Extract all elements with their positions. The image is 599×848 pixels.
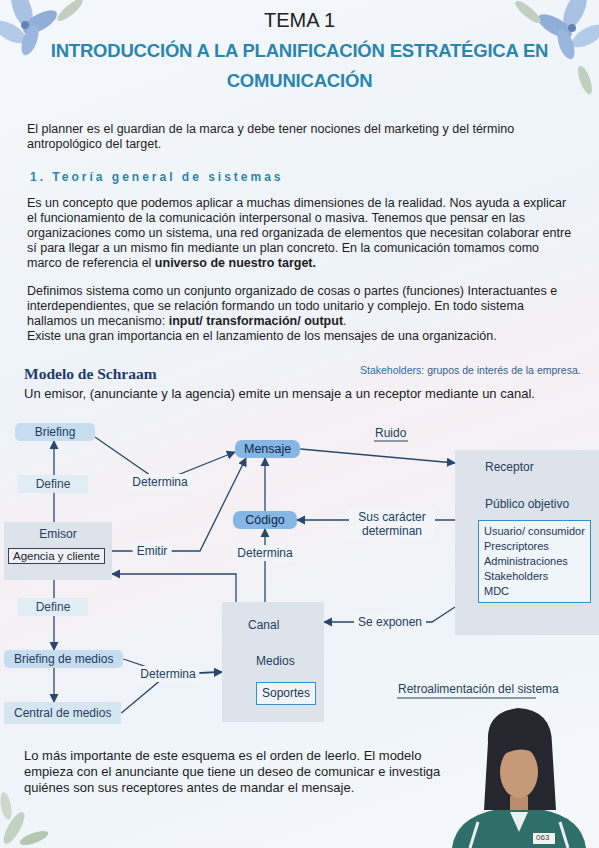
flower-bottom-left bbox=[0, 791, 50, 847]
process-box: Briefing de medios bbox=[4, 650, 123, 668]
connector bbox=[264, 458, 265, 511]
receiver-panel: ReceptorPúblico objetivoUsuario/ consumi… bbox=[455, 450, 599, 635]
edge-label: Determina bbox=[233, 545, 296, 561]
leader-lines bbox=[248, 505, 478, 696]
connector bbox=[300, 449, 455, 463]
note: Stakeholders: grupos de interés de la em… bbox=[360, 364, 596, 377]
edge-label: Se exponen bbox=[354, 614, 426, 630]
paragraph: El planner es el guardian de la marca y … bbox=[27, 122, 572, 152]
edge-label: Determina bbox=[128, 474, 191, 490]
connector bbox=[53, 580, 54, 598]
shirt-number: 063 bbox=[536, 833, 549, 843]
node-text: Prescriptores bbox=[484, 539, 585, 554]
girl-illustration bbox=[452, 708, 586, 848]
sender-box: Agencia y cliente bbox=[8, 548, 105, 564]
step-box: Define bbox=[18, 598, 88, 616]
media-support-box: Soportes bbox=[256, 682, 316, 705]
connector bbox=[53, 668, 54, 702]
topic-number: TEMA 1 bbox=[0, 8, 599, 33]
node-text: Central de medios bbox=[14, 706, 111, 720]
node-text: MDC bbox=[484, 584, 585, 599]
connector bbox=[53, 441, 54, 475]
bold-text: universo de nuestro target. bbox=[155, 256, 316, 270]
node-text: Código bbox=[242, 513, 288, 527]
node-text: Briefing bbox=[25, 425, 85, 439]
node-text: Usuario/ consumidor bbox=[484, 524, 585, 539]
connector bbox=[264, 529, 265, 602]
paragraph-text: . bbox=[343, 314, 346, 328]
node-text: Emisor bbox=[4, 527, 112, 541]
channel-panel: CanalMediosSoportes bbox=[222, 602, 324, 722]
paragraph: Definimos sistema como un conjunto organ… bbox=[27, 284, 572, 344]
node-text: Define bbox=[28, 477, 78, 491]
bold-text: input/ transformación/ output bbox=[169, 314, 343, 328]
model-heading: Modelo de Schraam bbox=[24, 364, 324, 383]
process-box: Briefing bbox=[15, 423, 95, 441]
edge-label: Emitir bbox=[133, 543, 172, 559]
paragraph-text: Existe una gran importancia en el lanzam… bbox=[27, 329, 572, 344]
connector bbox=[112, 458, 246, 551]
paragraph: Un emisor, (anunciante y la agencia) emi… bbox=[24, 386, 584, 402]
page-title: INTRODUCCIÓN A LA PLANIFICACIÓN ESTRATÉG… bbox=[8, 36, 591, 96]
code-box: Código bbox=[233, 511, 297, 529]
node-text: Canal bbox=[248, 618, 279, 632]
message-box: Mensaje bbox=[235, 440, 300, 458]
noise-label: Ruido bbox=[375, 426, 406, 441]
node-text: Receptor bbox=[485, 460, 534, 474]
node-text: Administraciones bbox=[484, 554, 585, 569]
step-box: Define bbox=[18, 475, 88, 493]
edge-label: Determina bbox=[136, 666, 199, 682]
node-text: Briefing de medios bbox=[14, 652, 113, 666]
connector bbox=[53, 493, 54, 522]
note-term: Stakeholders: bbox=[360, 364, 424, 376]
process-box: Central de medios bbox=[4, 702, 121, 724]
paragraph: Lo más importante de este esquema es el … bbox=[24, 748, 449, 796]
edge-label: Sus carácter determinan bbox=[349, 509, 435, 539]
sender-panel: EmisorAgencia y cliente bbox=[4, 522, 112, 580]
node-text: Define bbox=[28, 600, 78, 614]
note-text: grupos de interés de la empresa. bbox=[427, 364, 581, 376]
node-text: Stakeholders bbox=[484, 569, 585, 584]
connector bbox=[53, 616, 54, 650]
node-text: Mensaje bbox=[244, 442, 291, 456]
node-text: Agencia y cliente bbox=[13, 550, 100, 562]
connector bbox=[112, 574, 236, 602]
node-text: Soportes bbox=[262, 686, 310, 701]
feedback-label: Retroalimentación del sistema bbox=[398, 682, 559, 697]
section-heading: 1. Teoría general de sistemas bbox=[30, 170, 430, 185]
paragraph: Es un concepto que podemos aplicar a muc… bbox=[27, 196, 572, 271]
node-text: Medios bbox=[256, 654, 295, 668]
audience-list: Usuario/ consumidorPrescriptoresAdminist… bbox=[478, 520, 591, 603]
node-text: Público objetivo bbox=[485, 497, 569, 511]
